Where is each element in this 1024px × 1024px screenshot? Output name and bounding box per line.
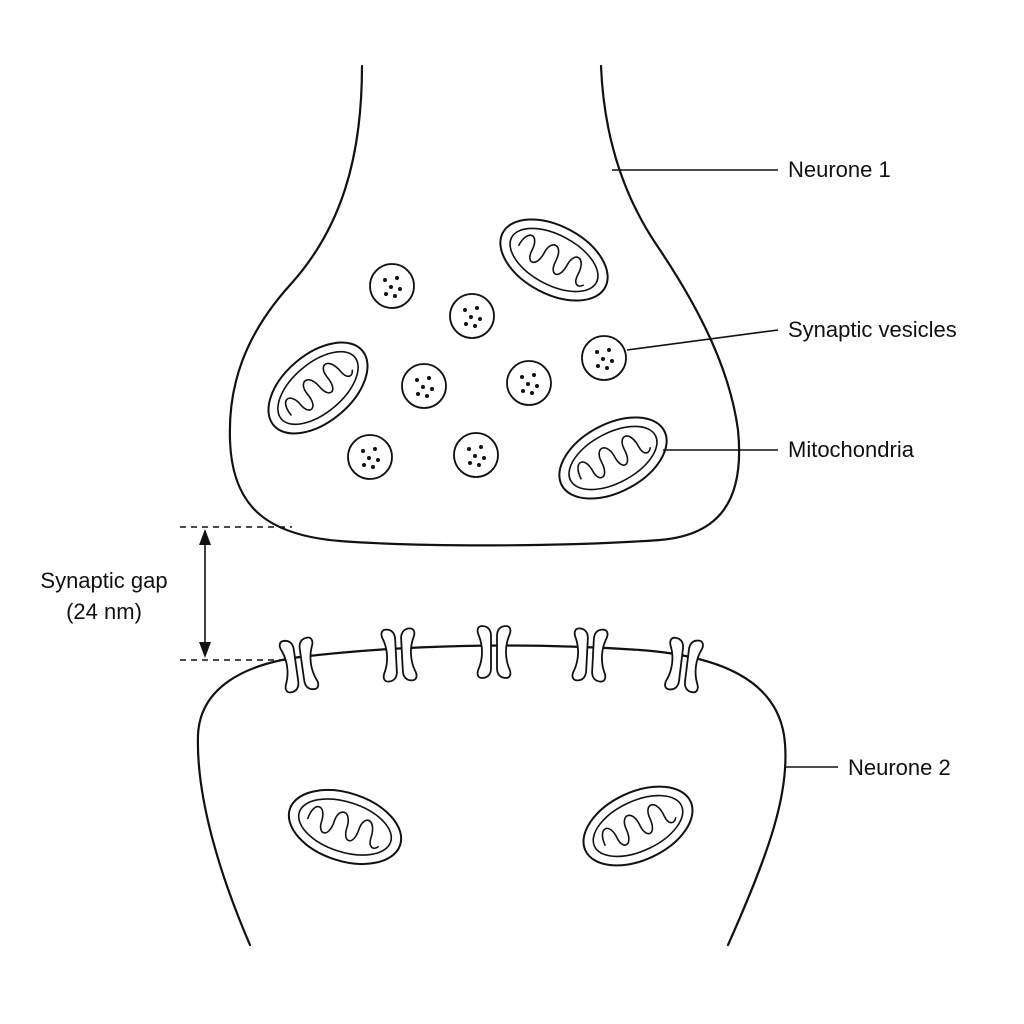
synaptic-vesicle [581,335,627,381]
synaptic-vesicle [369,263,415,309]
mitochondrion [570,769,706,883]
receptor [663,636,705,694]
label-synaptic-gap: Synaptic gap [40,568,167,593]
synaptic-vesicle [347,434,393,480]
synaptic-vesicles-group [347,263,627,480]
label-mitochondria: Mitochondria [788,437,915,462]
label-neurone-2: Neurone 2 [848,755,951,780]
synaptic-vesicle [506,360,552,406]
neurone-1-outline [228,64,741,547]
label-synaptic-gap-size: (24 nm) [66,599,142,624]
synaptic-vesicle [449,293,495,339]
neurone-2-outline [196,644,787,947]
synaptic-vesicles-leader [626,329,779,351]
receptor [278,636,320,694]
receptor [380,627,418,683]
synaptic-vesicle [453,432,499,478]
mitochondrion [544,399,682,517]
mitochondrion [485,201,623,319]
label-neurone-1: Neurone 1 [788,157,891,182]
receptor [571,627,609,683]
receptor [476,625,512,679]
synaptic-vesicle [401,363,447,409]
mitochondrion [250,323,386,453]
label-synaptic-vesicles: Synaptic vesicles [788,317,957,342]
gap-double-arrow [199,529,211,658]
mitochondrion [278,775,412,879]
receptors-group [278,625,705,694]
